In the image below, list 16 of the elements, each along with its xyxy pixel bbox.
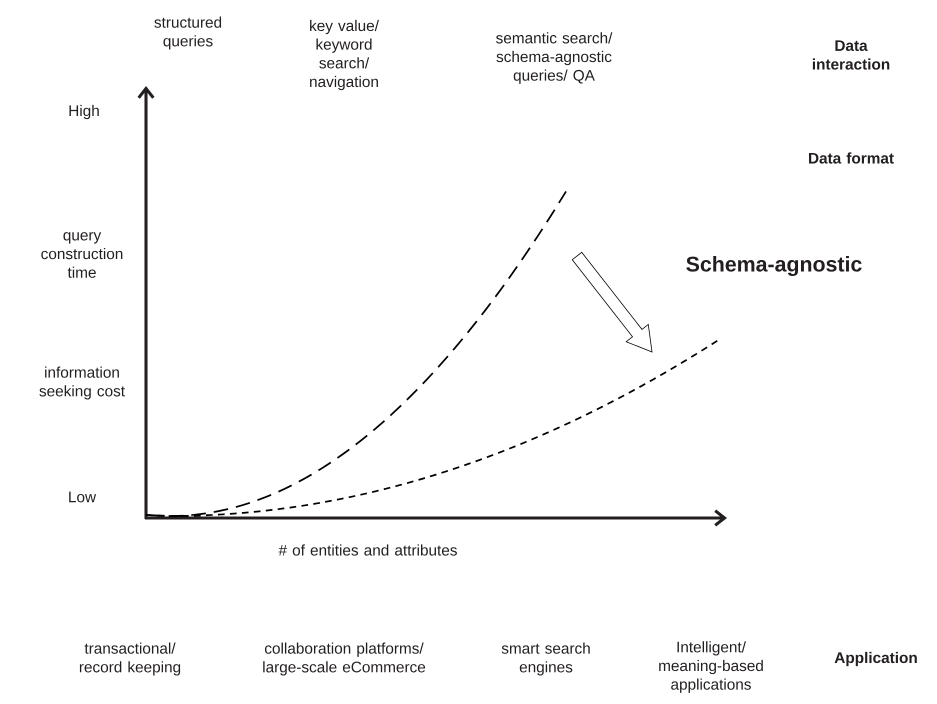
label: # of entities and attributes bbox=[278, 544, 457, 556]
label: key value/ keyword search/ navigation bbox=[310, 20, 379, 90]
label: structured queries bbox=[154, 16, 222, 50]
row-label: Data interaction bbox=[812, 40, 890, 70]
label: smart search engines bbox=[502, 642, 590, 676]
row-label: Application bbox=[834, 652, 917, 666]
row-label: Data format bbox=[809, 152, 894, 164]
annotation-label: Schema-agnostic bbox=[686, 256, 862, 276]
label: High bbox=[70, 104, 99, 120]
label: transactional/ record keeping bbox=[80, 642, 180, 676]
label: Intelligent/ meaning-based applications bbox=[659, 641, 763, 693]
label: collaboration platforms/ large-scale eCommerce bbox=[263, 642, 426, 676]
label: information seeking cost bbox=[39, 366, 125, 400]
label: query construction time bbox=[41, 232, 122, 278]
label: semantic search/ schema-agnostic queries/ QA bbox=[496, 32, 612, 84]
label: Low bbox=[69, 492, 96, 502]
